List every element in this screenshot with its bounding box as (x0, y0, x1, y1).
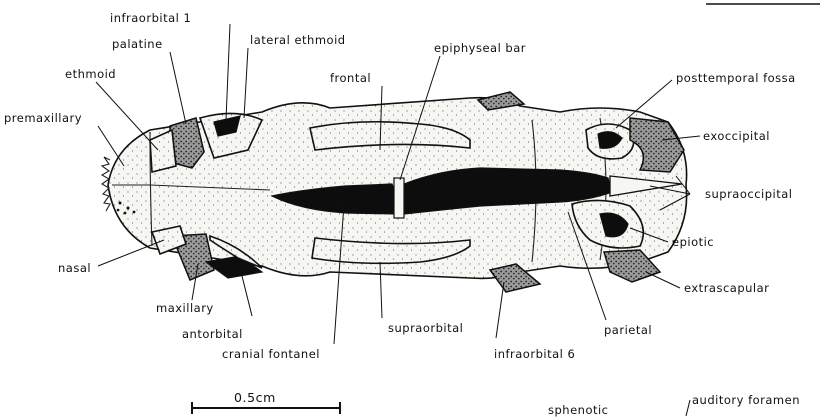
label-auditory-foramen: auditory foramen (692, 393, 800, 407)
label-nasal: nasal (58, 261, 91, 275)
scale-bar: 0.5cm (192, 390, 340, 414)
label-extrascapular: extrascapular (684, 281, 769, 295)
skull (102, 92, 687, 292)
label-parietal: parietal (604, 323, 652, 337)
label-ethmoid: ethmoid (65, 67, 116, 81)
label-infraorbital-1: infraorbital 1 (110, 11, 191, 25)
label-antorbital: antorbital (182, 327, 243, 341)
label-frontal: frontal (330, 71, 371, 85)
label-palatine: palatine (112, 37, 163, 51)
label-epiotic: epiotic (672, 235, 714, 249)
scale-bar-label: 0.5cm (234, 390, 276, 405)
label-cranial-fontanel: cranial fontanel (222, 347, 320, 361)
label-supraoccipital: supraoccipital (705, 187, 792, 201)
label-maxillary: maxillary (156, 301, 214, 315)
label-epiphyseal-bar: epiphyseal bar (434, 41, 526, 55)
label-premaxillary: premaxillary (4, 111, 82, 125)
label-sphenotic: sphenotic (548, 403, 609, 417)
label-infraorbital-6: infraorbital 6 (494, 347, 575, 361)
label-supraorbital: supraorbital (388, 321, 463, 335)
epiphyseal-bar (394, 178, 404, 218)
label-posttemporal-fossa: posttemporal fossa (676, 71, 796, 85)
label-exoccipital: exoccipital (703, 129, 770, 143)
label-lateral-ethmoid: lateral ethmoid (250, 33, 346, 47)
